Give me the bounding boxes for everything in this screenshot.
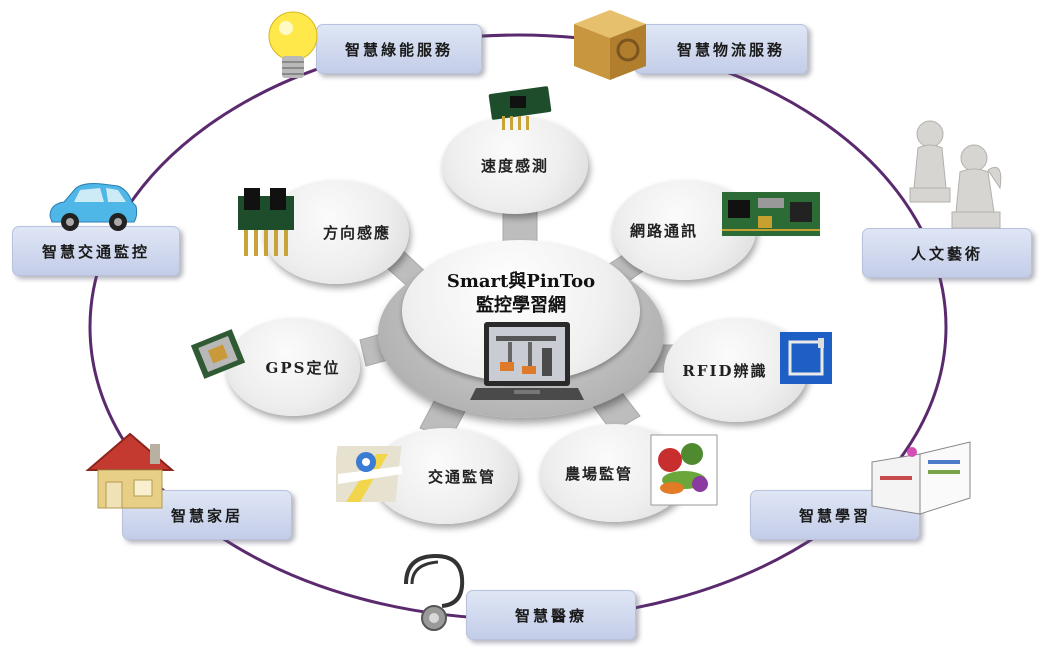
satellite-network-label: 網路通訊	[629, 221, 698, 240]
satellite-gps: GPS定位	[226, 318, 360, 416]
sensor-chip-icon	[488, 86, 552, 130]
satellite-farm-mgmt-label: 農場監管	[564, 464, 633, 483]
service-energy-label: 智慧綠能服務	[344, 40, 453, 59]
open-book-icon	[871, 441, 971, 515]
stethoscope-icon	[404, 553, 465, 631]
service-home-label: 智慧家居	[170, 506, 243, 525]
car-icon	[49, 183, 138, 231]
satellite-direction-label: 方向感應	[322, 223, 391, 242]
map-pin-icon	[336, 446, 402, 502]
satellite-rfid-label: RFID辨識	[682, 361, 768, 380]
light-bulb-icon	[268, 11, 318, 78]
service-humanities: 人文藝術	[862, 228, 1032, 278]
service-traffic-monitor-label: 智慧交通監控	[41, 242, 150, 261]
vegetables-icon	[650, 434, 718, 506]
hub-title-line2: 監控學習網	[476, 295, 566, 316]
satellite-speed: 速度感測	[442, 116, 588, 214]
service-medical: 智慧醫療	[466, 590, 636, 640]
service-traffic-monitor: 智慧交通監控	[12, 226, 180, 276]
satellite-speed-label: 速度感測	[480, 156, 549, 175]
circuit-board-icon	[722, 192, 820, 236]
service-medical-label: 智慧醫療	[514, 606, 587, 625]
package-box-icon	[574, 10, 646, 80]
house-icon	[85, 432, 175, 509]
satellite-gps-label: GPS定位	[265, 358, 341, 377]
gps-module-icon	[190, 329, 246, 379]
service-humanities-label: 人文藝術	[910, 244, 983, 263]
service-energy: 智慧綠能服務	[316, 24, 482, 74]
rfid-tag-icon	[780, 332, 832, 384]
service-logistics: 智慧物流服務	[634, 24, 808, 74]
sensor-module-icon	[238, 188, 294, 256]
service-logistics-label: 智慧物流服務	[676, 40, 785, 59]
satellite-traffic-mgmt-label: 交通監管	[427, 467, 496, 486]
service-learning-label: 智慧學習	[798, 506, 871, 525]
laptop-icon	[470, 322, 584, 400]
angel-statue-icon	[909, 120, 1002, 229]
hub-title: Smart與PinToo 監控學習網	[410, 270, 632, 318]
hub-title-line1: Smart與PinToo	[446, 271, 596, 292]
